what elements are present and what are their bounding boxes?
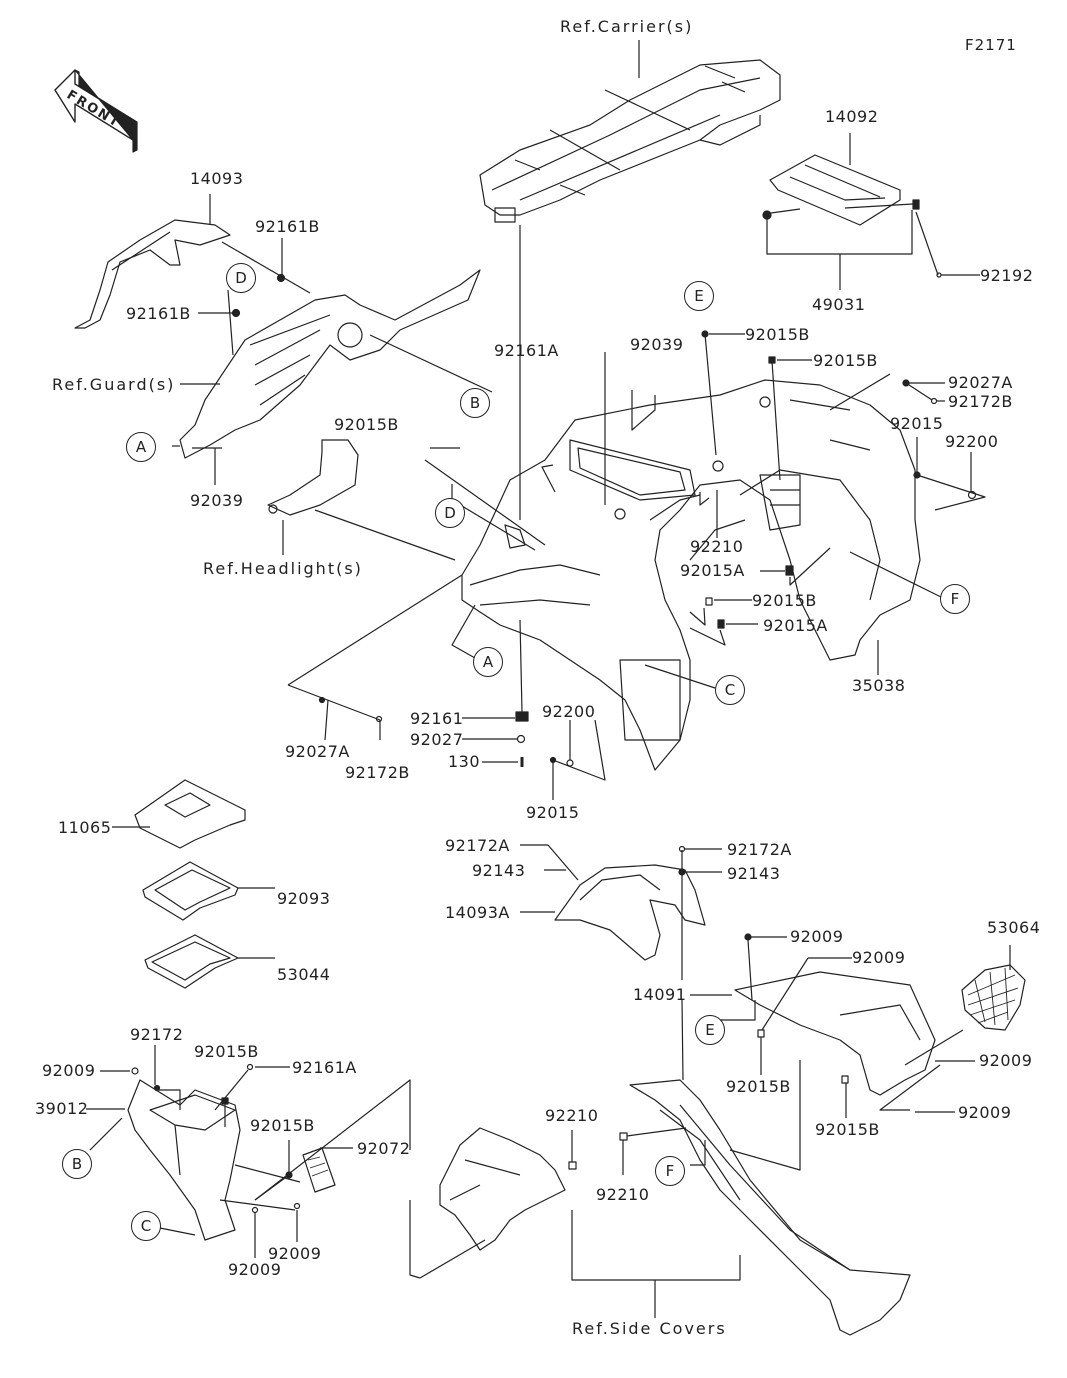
part-label[interactable]: 92143 [472, 861, 526, 880]
part-label[interactable]: 92027A [285, 742, 350, 761]
gasket-53044-drawing [144, 934, 239, 989]
callout-e[interactable]: E [695, 1015, 725, 1045]
headlight-bracket-drawing [267, 439, 359, 516]
ref-headlight-label[interactable]: Ref.Headlight(s) [203, 559, 363, 578]
part-label[interactable]: 92015B [726, 1077, 791, 1096]
part-label[interactable]: 92015B [813, 351, 878, 370]
part-label[interactable]: 92009 [268, 1244, 322, 1263]
side-cover-right-drawing [629, 1079, 911, 1336]
part-label[interactable]: 92009 [42, 1061, 96, 1080]
callout-e[interactable]: E [684, 281, 714, 311]
part-label[interactable]: 92072 [357, 1139, 411, 1158]
part-label[interactable]: 92027 [410, 730, 464, 749]
part-label[interactable]: 92161 [410, 709, 464, 728]
ref-side-covers-label[interactable]: Ref.Side Covers [572, 1319, 727, 1338]
ref-guard-label[interactable]: Ref.Guard(s) [52, 375, 176, 394]
part-label[interactable]: 92009 [958, 1103, 1012, 1122]
part-label[interactable]: 92093 [277, 889, 331, 908]
guard-14093-drawing [74, 219, 231, 329]
callout-d[interactable]: D [435, 498, 465, 528]
callout-f[interactable]: F [655, 1156, 685, 1186]
part-label[interactable]: 35038 [852, 676, 906, 695]
part-label[interactable]: 92172 [130, 1025, 184, 1044]
figure-id: F2171 [965, 36, 1017, 54]
front-label: FRONT [64, 88, 123, 132]
part-label[interactable]: 39012 [35, 1099, 89, 1118]
callout-c[interactable]: C [715, 675, 745, 705]
part-label[interactable]: 14091 [633, 985, 687, 1004]
part-label[interactable]: 92039 [190, 491, 244, 510]
leader-92192 [915, 211, 939, 276]
part-label[interactable]: 92015A [680, 561, 745, 580]
ref-carrier-label[interactable]: Ref.Carrier(s) [560, 17, 694, 36]
part-label[interactable]: 92210 [596, 1185, 650, 1204]
part-label[interactable]: 92015B [752, 591, 817, 610]
rear-fender-35038-drawing [461, 379, 921, 771]
part-label[interactable]: 92015 [526, 803, 580, 822]
box-39012-drawing [127, 1079, 241, 1241]
part-label[interactable]: 53064 [987, 918, 1041, 937]
side-cover-left-drawing [439, 1127, 566, 1251]
part-label[interactable]: 92161A [494, 341, 559, 360]
part-label[interactable]: 92161B [126, 304, 191, 323]
part-label[interactable]: 11065 [58, 818, 112, 837]
callout-b[interactable]: B [62, 1149, 92, 1179]
lid-11065-drawing [134, 779, 246, 849]
part-label[interactable]: 92015 [890, 414, 944, 433]
carrier-rack-drawing [479, 59, 781, 223]
part-label[interactable]: 130 [448, 752, 481, 771]
cover-14093A-drawing [554, 864, 706, 961]
seal-92093-drawing [142, 861, 239, 921]
part-label[interactable]: 92143 [727, 864, 781, 883]
part-label[interactable]: 92172B [948, 392, 1013, 411]
callout-b[interactable]: B [460, 388, 490, 418]
part-label[interactable]: 92192 [980, 266, 1034, 285]
part-label[interactable]: 92009 [979, 1051, 1033, 1070]
fender-14091-drawing [734, 971, 936, 1096]
part-label[interactable]: 14092 [825, 107, 879, 126]
part-label[interactable]: 92027A [948, 373, 1013, 392]
pad-14092-drawing [762, 154, 920, 226]
grille-53064-drawing [961, 964, 1026, 1031]
callout-f[interactable]: F [940, 584, 970, 614]
part-label[interactable]: 92015B [250, 1116, 315, 1135]
part-label[interactable]: 92039 [630, 335, 684, 354]
part-label[interactable]: 92015B [194, 1042, 259, 1061]
part-label[interactable]: 92009 [852, 948, 906, 967]
front-text: FRONT [64, 88, 123, 132]
part-label[interactable]: 92172A [727, 840, 792, 859]
front-arrow-icon [54, 69, 138, 153]
part-label[interactable]: 92172B [345, 763, 410, 782]
callout-a[interactable]: A [473, 647, 503, 677]
part-label[interactable]: 92009 [228, 1260, 282, 1279]
part-label[interactable]: 92210 [690, 537, 744, 556]
part-label[interactable]: 14093A [445, 903, 510, 922]
leader-14093-b [221, 241, 311, 294]
part-label[interactable]: 92015B [815, 1120, 880, 1139]
part-label[interactable]: 92200 [542, 702, 596, 721]
part-label[interactable]: 92210 [545, 1106, 599, 1125]
part-label[interactable]: 92009 [790, 927, 844, 946]
part-label[interactable]: 92161B [255, 217, 320, 236]
part-label[interactable]: 14093 [190, 169, 244, 188]
callout-d[interactable]: D [226, 263, 256, 293]
part-label[interactable]: 92015A [763, 616, 828, 635]
part-label[interactable]: 92015B [745, 325, 810, 344]
part-label[interactable]: 49031 [812, 295, 866, 314]
part-label[interactable]: 92161A [292, 1058, 357, 1077]
part-label[interactable]: 53044 [277, 965, 331, 984]
guard-drawing [179, 269, 481, 459]
callout-a[interactable]: A [126, 432, 156, 462]
grip-92072-drawing [302, 1147, 336, 1193]
part-label[interactable]: 92015B [334, 415, 399, 434]
callout-c[interactable]: C [131, 1211, 161, 1241]
part-label[interactable]: 92200 [945, 432, 999, 451]
part-label[interactable]: 92172A [445, 836, 510, 855]
